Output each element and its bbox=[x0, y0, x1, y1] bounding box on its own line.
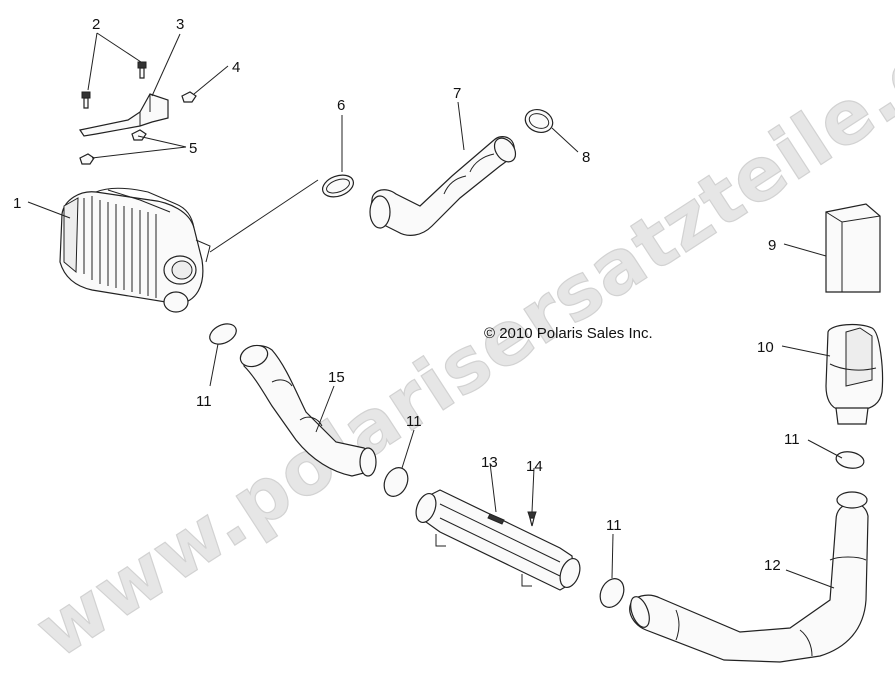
part-10-prefilter bbox=[825, 323, 884, 425]
leader-lines bbox=[27, 32, 843, 589]
label-13: 13 bbox=[481, 454, 498, 471]
part-11-clamp-a bbox=[209, 323, 237, 345]
part-11-clamp-b bbox=[383, 467, 409, 497]
part-14-screw bbox=[527, 511, 537, 527]
label-11c: 11 bbox=[606, 517, 622, 534]
label-11d: 11 bbox=[784, 431, 800, 448]
part-8-clamp bbox=[524, 109, 554, 133]
label-10: 10 bbox=[757, 339, 774, 356]
label-8: 8 bbox=[582, 149, 590, 166]
part-11-clamp-d bbox=[835, 451, 865, 469]
label-7: 7 bbox=[453, 85, 461, 102]
label-6: 6 bbox=[337, 97, 345, 114]
label-15: 15 bbox=[328, 369, 345, 386]
part-labels: 1 2 3 4 5 6 7 8 9 10 11 11 11 11 12 13 1… bbox=[13, 16, 800, 574]
label-11a: 11 bbox=[196, 393, 212, 410]
part-4-nut bbox=[181, 91, 197, 103]
part-13-intercooler bbox=[415, 489, 581, 591]
part-9-filter-block bbox=[825, 203, 881, 293]
label-11b: 11 bbox=[406, 413, 422, 430]
part-7-intake-hose bbox=[369, 136, 517, 236]
label-5: 5 bbox=[189, 140, 197, 157]
label-9: 9 bbox=[768, 237, 776, 254]
part-6-clamp bbox=[321, 174, 355, 198]
label-14: 14 bbox=[526, 458, 543, 475]
copyright-notice: © 2010 Polaris Sales Inc. bbox=[484, 325, 653, 342]
label-4: 4 bbox=[232, 59, 240, 76]
part-3-bracket bbox=[79, 93, 169, 137]
part-12-outlet-pipe bbox=[629, 491, 869, 663]
label-1: 1 bbox=[13, 195, 21, 212]
part-15-hose bbox=[239, 344, 377, 477]
part-11-clamp-c bbox=[599, 578, 625, 608]
part-1-air-box bbox=[59, 187, 211, 313]
label-3: 3 bbox=[176, 16, 184, 33]
label-12: 12 bbox=[764, 557, 781, 574]
label-2: 2 bbox=[92, 16, 100, 33]
part-2-bolts bbox=[81, 61, 147, 109]
